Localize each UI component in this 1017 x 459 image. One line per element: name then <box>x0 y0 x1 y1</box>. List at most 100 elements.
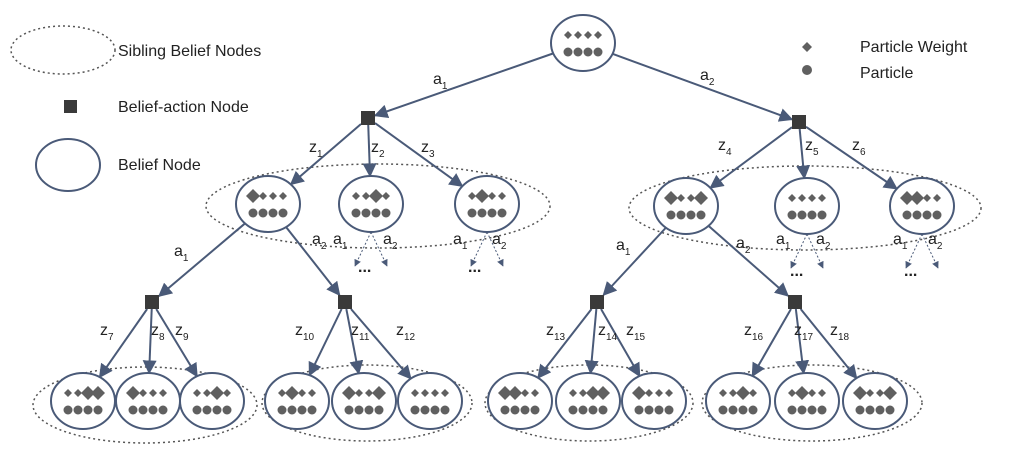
particle-weight-icon <box>664 191 678 205</box>
edge-label-z17: z17 <box>794 322 814 343</box>
belief-node <box>621 372 687 430</box>
belief-node-outline <box>774 177 840 235</box>
particle-weight-icon <box>475 189 489 203</box>
belief-action-node <box>788 295 802 309</box>
tree-edge <box>602 227 667 297</box>
particle-weight-icon <box>246 189 260 203</box>
particle-icon <box>83 405 93 415</box>
particle-icon <box>676 210 686 220</box>
belief-node-outline <box>115 372 181 430</box>
particle-icon <box>287 405 297 415</box>
sibling-group <box>261 364 473 442</box>
particle-icon <box>728 405 738 415</box>
particle-icon <box>902 210 912 220</box>
edge-label-a2: a2 <box>383 231 398 252</box>
particle-icon <box>510 405 520 415</box>
edge-label-z10: z10 <box>295 322 315 343</box>
particle-weight-icon <box>808 389 816 397</box>
particle-weight-icon <box>883 386 897 400</box>
particle-weight-icon <box>645 389 653 397</box>
particle-weight-icon <box>269 192 277 200</box>
particle-weight-icon <box>279 192 287 200</box>
belief-node <box>555 372 621 430</box>
belief-node-outline <box>454 175 520 233</box>
particle-weight-icon <box>365 389 373 397</box>
particle-weight-icon <box>421 389 429 397</box>
edge-label-z13: z13 <box>546 322 566 343</box>
tree-edge <box>362 124 377 178</box>
ellipsis-label: ... <box>358 259 371 276</box>
edge-label-a2: a2 <box>312 231 327 252</box>
belief-node-outline <box>653 177 719 235</box>
edge-label-z2: z2 <box>371 139 385 160</box>
legend: Sibling Belief Nodes Belief-action Node … <box>10 25 968 192</box>
particle-weight-icon <box>687 194 695 202</box>
edge-label-z7: z7 <box>100 322 114 343</box>
sibling-group <box>32 366 258 444</box>
particle-weight-icon <box>278 389 286 397</box>
particle-icon <box>420 405 430 415</box>
particle-icon <box>797 405 807 415</box>
tree-edge <box>373 52 554 119</box>
ellipsis-label: ... <box>904 263 917 280</box>
particle-weight-icon <box>91 386 105 400</box>
edge-label-z1: z1 <box>309 139 323 160</box>
particle-icon <box>807 210 817 220</box>
particle-weight-icon <box>531 389 539 397</box>
belief-node <box>235 175 301 233</box>
sibling-groups <box>32 163 982 444</box>
legend-weight-icon <box>802 42 812 52</box>
belief-node-outline <box>397 372 463 430</box>
particle-weight-icon <box>352 192 360 200</box>
tree-edge <box>707 225 790 297</box>
particle-icon <box>634 405 644 415</box>
belief-node-outline <box>264 372 330 430</box>
particle-icon <box>467 208 477 218</box>
particle-weight-icon <box>308 389 316 397</box>
tree-edge <box>796 128 811 180</box>
particle-weight-icon <box>736 386 750 400</box>
particle-icon <box>696 210 706 220</box>
particle-icon <box>718 405 728 415</box>
edge-label-a1: a1 <box>333 231 348 252</box>
particle-icon <box>738 405 748 415</box>
particle-weight-icon <box>729 389 737 397</box>
particle-weight-icon <box>298 389 306 397</box>
belief-node-outline <box>338 175 404 233</box>
particle-icon <box>817 210 827 220</box>
belief-node <box>705 372 771 430</box>
particle-icon <box>583 47 593 57</box>
particle-icon <box>912 210 922 220</box>
particle-weight-icon <box>431 389 439 397</box>
edge-label-a1: a1 <box>616 237 631 258</box>
tree-edge <box>142 308 157 375</box>
particle-weight-icon <box>569 389 577 397</box>
legend-action-label: Belief-action Node <box>118 99 249 116</box>
sibling-group <box>701 364 923 442</box>
legend-belief-label: Belief Node <box>118 157 201 174</box>
particle-weight-icon <box>468 192 476 200</box>
particle-weight-icon <box>594 31 602 39</box>
edge-label-z4: z4 <box>718 137 732 158</box>
belief-node-outline <box>50 372 116 430</box>
tree-edge <box>805 125 898 190</box>
tree-edge <box>584 308 599 375</box>
tree-edge <box>794 308 810 375</box>
belief-node <box>774 372 840 430</box>
belief-node-outline <box>487 372 553 430</box>
edge-label-a2: a2 <box>736 235 751 256</box>
legend-sibling-label: Sibling Belief Nodes <box>118 43 261 60</box>
particle-icon <box>573 47 583 57</box>
belief-node <box>454 175 520 233</box>
belief-action-node <box>145 295 159 309</box>
edge-label-a1: a1 <box>776 231 791 252</box>
belief-node <box>487 372 553 430</box>
particle-icon <box>817 405 827 415</box>
particle-icon <box>248 208 258 218</box>
ellipsis-label: ... <box>790 263 803 280</box>
tree-edge <box>308 308 343 377</box>
particle-weight-icon <box>382 192 390 200</box>
particle-icon <box>371 208 381 218</box>
particle-icon <box>932 210 942 220</box>
